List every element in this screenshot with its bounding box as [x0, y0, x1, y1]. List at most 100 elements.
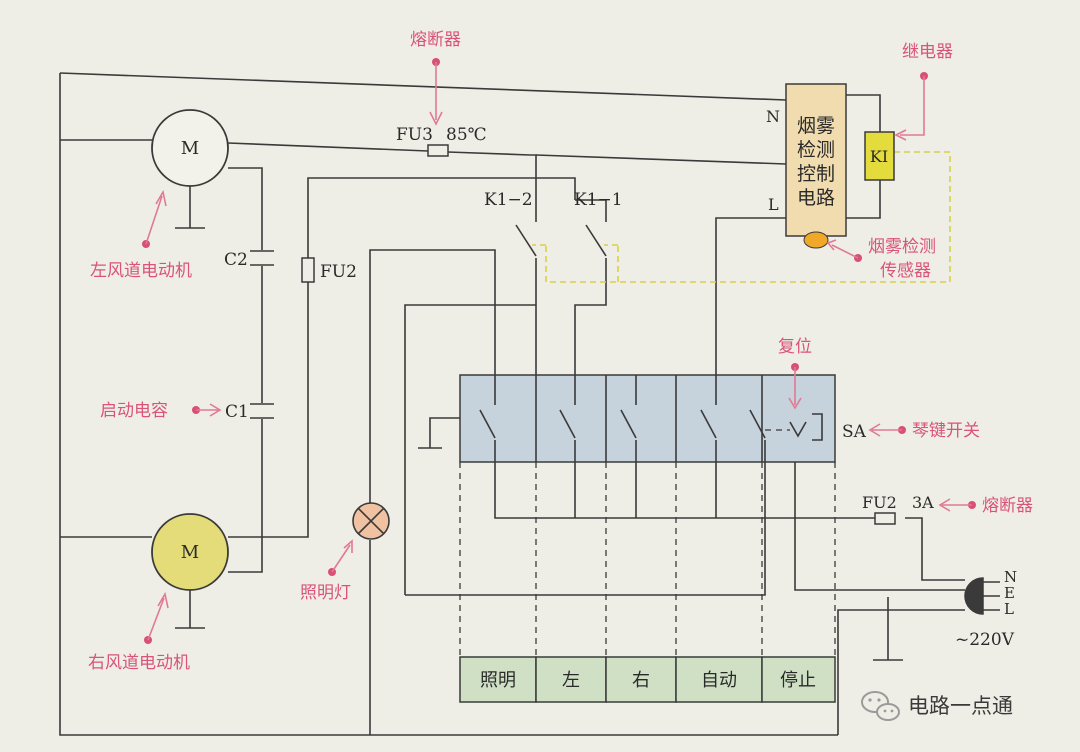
module-line-3: 控制 — [797, 163, 835, 185]
relay-linkage-contacts — [532, 244, 619, 282]
wire-lamp-top — [369, 249, 496, 503]
button-link-lines — [459, 462, 836, 657]
fuse-fu2-right: FU2 3A — [862, 493, 934, 525]
relay-linkage — [532, 151, 951, 283]
annotation-fuse-right-arrow — [938, 498, 972, 512]
reset-latch — [789, 413, 823, 441]
wire-module-l — [715, 217, 786, 375]
label-k1-1: K1−1 — [574, 190, 623, 210]
annotation-lamp-arrow — [331, 539, 353, 573]
fuse-fu2-left-body — [301, 257, 315, 283]
label-k1-2: K1−2 — [484, 190, 533, 210]
contact-k1-1 — [585, 224, 607, 257]
annotation-start-capacitor-arrow — [196, 403, 222, 417]
smoke-sensor — [803, 231, 829, 249]
fuse-fu3-body — [427, 144, 449, 157]
label-temp: 85℃ — [446, 125, 487, 145]
wire-panel-fu2 — [494, 462, 885, 519]
button-right-label: 右 — [632, 670, 650, 691]
switch-panel-box — [459, 374, 836, 463]
label-plug-n: N — [1004, 568, 1017, 586]
annotation-fuse-right: 熔断器 — [982, 496, 1033, 516]
annotation-sensor-arrow — [826, 239, 859, 259]
button-left[interactable] — [535, 656, 607, 703]
button-left-label: 左 — [562, 670, 580, 691]
annotation-reset: 复位 — [778, 337, 812, 357]
annotation-fuse-top: 熔断器 — [410, 30, 461, 50]
wire-plug-l — [837, 609, 965, 735]
label-k1-box: KI — [870, 147, 888, 166]
capacitor-c2: C2 — [224, 250, 274, 270]
motor-right-body — [151, 513, 229, 591]
motor-left-body — [151, 109, 229, 187]
relay-linkage-dashed — [546, 151, 951, 283]
capacitor-c1: C1 — [225, 402, 274, 422]
smoke-module: 烟雾 检测 控制 电路 N L — [766, 83, 847, 249]
label-voltage: ~220V — [955, 630, 1015, 650]
annotation-left-motor-arrow — [145, 189, 167, 245]
plug-body — [964, 577, 984, 615]
label-n: N — [766, 107, 780, 126]
wire-relay-top — [846, 94, 881, 132]
wire-to-fu3 — [227, 142, 429, 152]
switch-blade-2 — [559, 375, 576, 462]
button-lighting-label: 照明 — [480, 670, 516, 691]
module-line-2: 检测 — [797, 139, 835, 161]
annotation-sensor-line2: 传感器 — [880, 261, 931, 281]
label-sa: SA — [842, 422, 867, 442]
switch-blade-3 — [620, 375, 637, 462]
button-stop[interactable] — [761, 656, 836, 703]
wire-panel-ground — [429, 417, 460, 448]
watermark: 电路一点通 — [861, 691, 1013, 721]
label-c1: C1 — [225, 402, 249, 422]
button-lighting[interactable] — [459, 656, 537, 703]
annotation-lamp: 照明灯 — [300, 583, 351, 603]
switch-blade-5 — [749, 409, 766, 462]
switch-blade-1 — [479, 375, 496, 462]
lamp — [352, 502, 390, 540]
annotation-fuse-top-arrow — [429, 62, 443, 126]
annotation-right-motor-arrow — [147, 591, 169, 641]
annotation-left-motor: 左风道电动机 — [90, 261, 192, 281]
wires — [59, 72, 965, 736]
wire-panel-return — [405, 462, 766, 596]
fuse-fu2-left: FU2 — [301, 257, 357, 283]
module-line-1: 烟雾 — [797, 115, 835, 137]
switch-blade-4 — [700, 375, 717, 462]
annotation-start-capacitor: 启动电容 — [100, 401, 168, 421]
wire-panel-e — [794, 462, 920, 591]
wire-fu2-k1-1 — [307, 177, 576, 258]
wire-cap-right-motor — [228, 419, 263, 573]
button-links — [459, 462, 836, 657]
relay-k1-box — [864, 131, 895, 181]
label-motor-left: M — [181, 138, 199, 159]
annotation-rocker-switch: 琴键开关 — [912, 421, 980, 441]
relay-contacts: K1−2 K1−1 — [484, 190, 623, 257]
motor-left: M — [151, 109, 229, 187]
button-right[interactable] — [605, 656, 677, 703]
annotation-reset-arrow — [788, 367, 802, 410]
button-stop-label: 停止 — [780, 670, 816, 691]
fuse-fu2-right-body — [874, 512, 896, 525]
wire-panel-taps — [574, 462, 717, 518]
smoke-module-box — [785, 83, 847, 237]
lamp-cross-2 — [357, 507, 385, 535]
annotation-relay-arrow — [894, 76, 925, 141]
wire-outer-frame — [59, 73, 838, 736]
label-fu3: FU3 — [396, 125, 433, 145]
fuse-fu3: FU3 85℃ — [396, 125, 487, 157]
label-rating: 3A — [912, 493, 934, 512]
label-fu2-right: FU2 — [862, 493, 897, 512]
button-row: 照明 左 右 自动 停止 — [459, 656, 836, 703]
wire-fu3-module — [535, 154, 787, 165]
label-l: L — [768, 195, 779, 214]
contact-k1-2 — [515, 224, 537, 257]
button-auto[interactable] — [675, 656, 763, 703]
wire-k1-1-top — [575, 199, 607, 222]
wire-fu3-k1-2 — [447, 151, 537, 200]
wire-k1-1-bottom — [574, 258, 607, 375]
annotation-sensor-line1: 烟雾检测 — [868, 237, 936, 257]
annotations: 熔断器 继电器 左风道电动机 启动电容 右风道电动机 照明灯 烟雾检测 传感器 … — [88, 30, 1033, 673]
annotation-relay: 继电器 — [902, 42, 953, 62]
